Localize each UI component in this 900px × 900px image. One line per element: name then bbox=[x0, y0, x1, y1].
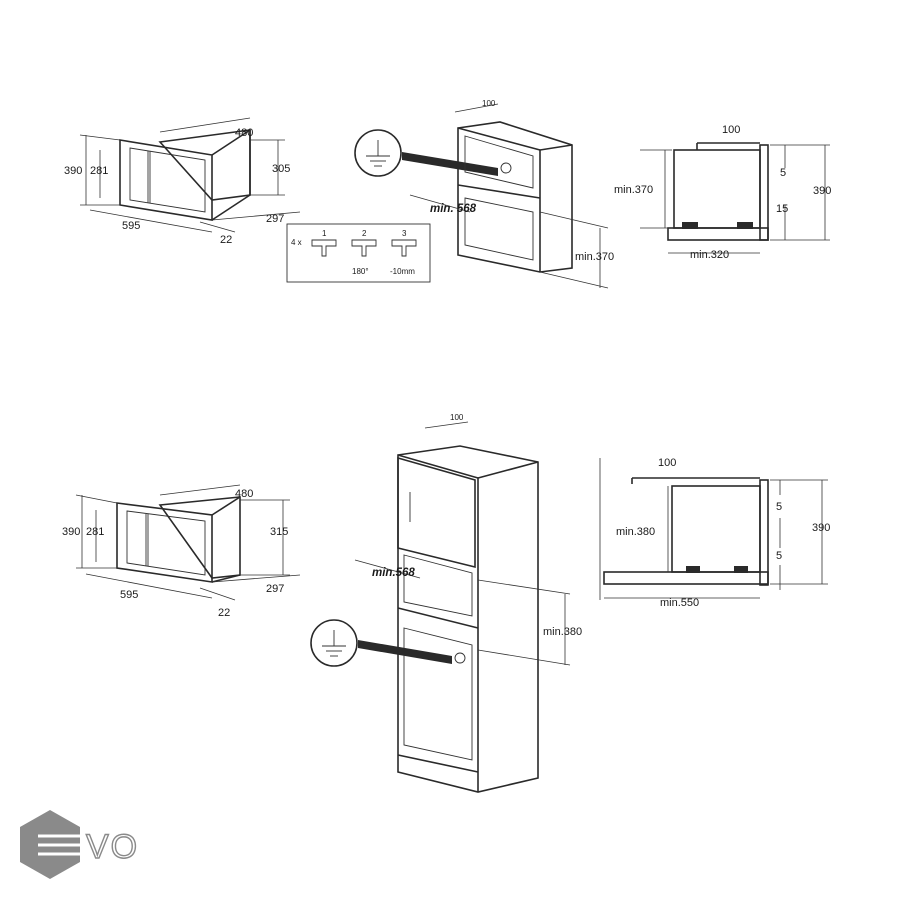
label-side-bottom-clear: 15 bbox=[776, 203, 788, 215]
label-frame-depth: 22 bbox=[218, 607, 230, 619]
label-cabinet-min-depth: min.568 bbox=[372, 567, 415, 579]
label-step-1: 1 bbox=[322, 229, 327, 238]
label-step-offset: -10mm bbox=[390, 267, 415, 276]
label-side-total-height: 390 bbox=[813, 185, 831, 197]
label-side-min-height: min.370 bbox=[614, 184, 653, 196]
label-width: 595 bbox=[120, 589, 138, 601]
label-side-bottom-clear: 5 bbox=[776, 550, 782, 562]
label-step-2: 2 bbox=[362, 229, 367, 238]
label-depth-box: 297 bbox=[266, 583, 284, 595]
bottom-side-view: 100 min.380 min.550 5 5 390 bbox=[599, 457, 830, 609]
label-height-outer: 390 bbox=[64, 165, 82, 177]
top-side-view: 100 min.370 min.320 5 15 390 bbox=[614, 124, 831, 261]
top-cabinet: 100 min. 568 min.370 bbox=[409, 99, 614, 289]
logo-text: VO bbox=[86, 828, 139, 866]
label-cabinet-min-height: min.380 bbox=[543, 626, 582, 638]
label-depth-top: 480 bbox=[235, 127, 253, 139]
label-depth-box: 297 bbox=[266, 213, 284, 225]
label-height-box: 305 bbox=[272, 163, 290, 175]
bracket-icon bbox=[311, 239, 417, 257]
label-height-outer: 390 bbox=[62, 526, 80, 538]
label-side-min-depth: min.550 bbox=[660, 597, 699, 609]
label-side-gap-top: 100 bbox=[722, 124, 740, 136]
label-height-box: 315 bbox=[270, 526, 288, 538]
label-side-gap-top: 100 bbox=[658, 457, 676, 469]
label-depth-top: 480 bbox=[235, 488, 253, 500]
label-frame-depth: 22 bbox=[220, 234, 232, 246]
label-cabinet-top-gap: 100 bbox=[482, 99, 496, 108]
label-step-3: 3 bbox=[402, 229, 407, 238]
label-side-total-height: 390 bbox=[812, 522, 830, 534]
label-steps-count: 4 x bbox=[291, 238, 302, 247]
ground-symbol-icon bbox=[310, 619, 452, 667]
label-side-top-clear: 5 bbox=[780, 167, 786, 179]
mounting-steps-box: 4 x 1 2 3 180° -10mm bbox=[286, 223, 431, 283]
label-height-inner: 281 bbox=[86, 526, 104, 538]
ground-symbol-icon bbox=[354, 129, 498, 177]
label-cabinet-top-gap: 100 bbox=[450, 413, 464, 422]
top-front-view: 390 281 480 305 297 595 22 bbox=[64, 117, 301, 246]
label-side-min-height: min.380 bbox=[616, 526, 655, 538]
label-cabinet-min-height: min.370 bbox=[575, 251, 614, 263]
bottom-front-view: 390 281 480 315 297 595 22 bbox=[62, 484, 301, 619]
bottom-cabinet: 100 min.568 min.380 bbox=[354, 413, 582, 793]
label-cabinet-min-depth: min. 568 bbox=[430, 203, 477, 215]
label-width: 595 bbox=[122, 220, 140, 232]
label-height-inner: 281 bbox=[90, 165, 108, 177]
label-side-top-clear: 5 bbox=[776, 501, 782, 513]
brand-logo: VO bbox=[20, 810, 139, 879]
label-step-angle: 180° bbox=[352, 267, 369, 276]
label-side-min-depth: min.320 bbox=[690, 249, 729, 261]
